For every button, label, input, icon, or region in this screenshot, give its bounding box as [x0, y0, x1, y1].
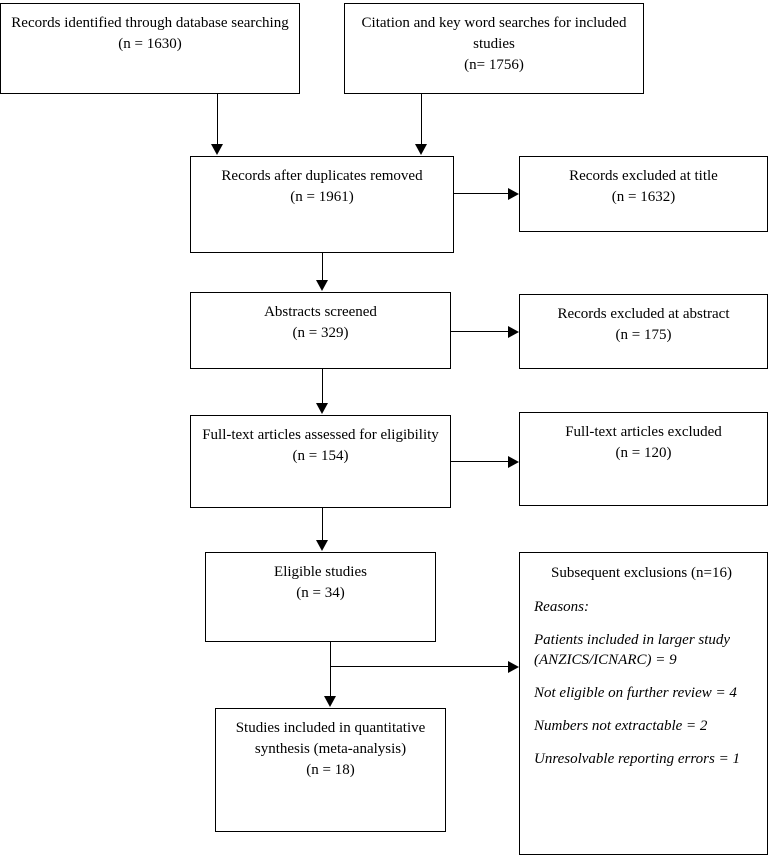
connector-eligible-to-exclusions-panel: [330, 666, 508, 667]
connector-abstracts-to-fulltext: [322, 369, 323, 403]
connector-duplicates-to-excluded-title: [454, 193, 508, 194]
box-studies-included-quantitative-synthesis: Studies included in quantitative synthes…: [215, 708, 446, 832]
arrowhead-fulltext-to-eligible: [316, 540, 328, 551]
connector-duplicates-to-abstracts: [322, 253, 323, 280]
box-records-after-duplicates-removed-text: Records after duplicates removed (n = 19…: [221, 168, 423, 205]
panel-reason-item-3: Numbers not extractable = 2: [534, 718, 708, 734]
arrowhead-duplicates-to-excluded-title: [508, 188, 519, 200]
arrowhead-fulltext-to-fulltext-excluded: [508, 456, 519, 468]
panel-reason-item-4: Unresolvable reporting errors = 1: [534, 751, 740, 767]
box-citation-keyword-searches-text: Citation and key word searches for inclu…: [361, 15, 627, 73]
box-records-excluded-at-title-text: Records excluded at title (n = 1632): [569, 168, 718, 205]
connector-citation-to-duplicates: [421, 94, 422, 144]
box-studies-included-quantitative-synthesis-text: Studies included in quantitative synthes…: [235, 720, 426, 778]
box-records-excluded-at-abstract: Records excluded at abstract (n = 175): [519, 294, 768, 369]
arrowhead-duplicates-to-abstracts: [316, 280, 328, 291]
connector-eligible-to-included: [330, 642, 331, 696]
box-citation-keyword-searches: Citation and key word searches for inclu…: [344, 3, 644, 94]
arrowhead-eligible-to-exclusions-panel: [508, 661, 519, 673]
box-records-identified-database: Records identified through database sear…: [0, 3, 300, 94]
arrowhead-citation-to-duplicates: [415, 144, 427, 155]
connector-fulltext-to-fulltext-excluded: [451, 461, 508, 462]
box-records-excluded-at-abstract-text: Records excluded at abstract (n = 175): [557, 306, 730, 343]
arrowhead-abstracts-to-fulltext: [316, 403, 328, 414]
panel-reason-item-1: Patients included in larger study (ANZIC…: [534, 632, 731, 668]
arrowhead-abstracts-to-excluded-abstract: [508, 326, 519, 338]
box-abstracts-screened: Abstracts screened (n = 329): [190, 292, 451, 369]
box-fulltext-articles-excluded-text: Full-text articles excluded (n = 120): [565, 424, 722, 461]
box-records-after-duplicates-removed: Records after duplicates removed (n = 19…: [190, 156, 454, 253]
box-records-excluded-at-title: Records excluded at title (n = 1632): [519, 156, 768, 232]
panel-subsequent-exclusions: Subsequent exclusions (n=16) Reasons: Pa…: [519, 552, 768, 855]
box-eligible-studies-text: Eligible studies (n = 34): [274, 564, 367, 601]
arrowhead-eligible-to-included: [324, 696, 336, 707]
connector-fulltext-to-eligible: [322, 508, 323, 540]
box-fulltext-articles-excluded: Full-text articles excluded (n = 120): [519, 412, 768, 506]
panel-reason-item-2: Not eligible on further review = 4: [534, 685, 737, 701]
box-records-identified-database-text: Records identified through database sear…: [11, 15, 289, 52]
connector-database-to-duplicates: [217, 94, 218, 144]
box-abstracts-screened-text: Abstracts screened (n = 329): [264, 304, 377, 341]
panel-reasons-label: Reasons:: [534, 599, 589, 615]
arrowhead-database-to-duplicates: [211, 144, 223, 155]
box-eligible-studies: Eligible studies (n = 34): [205, 552, 436, 642]
box-fulltext-assessed-eligibility-text: Full-text articles assessed for eligibil…: [202, 427, 439, 464]
box-fulltext-assessed-eligibility: Full-text articles assessed for eligibil…: [190, 415, 451, 508]
panel-subsequent-exclusions-heading: Subsequent exclusions (n=16): [551, 565, 732, 581]
connector-abstracts-to-excluded-abstract: [451, 331, 508, 332]
